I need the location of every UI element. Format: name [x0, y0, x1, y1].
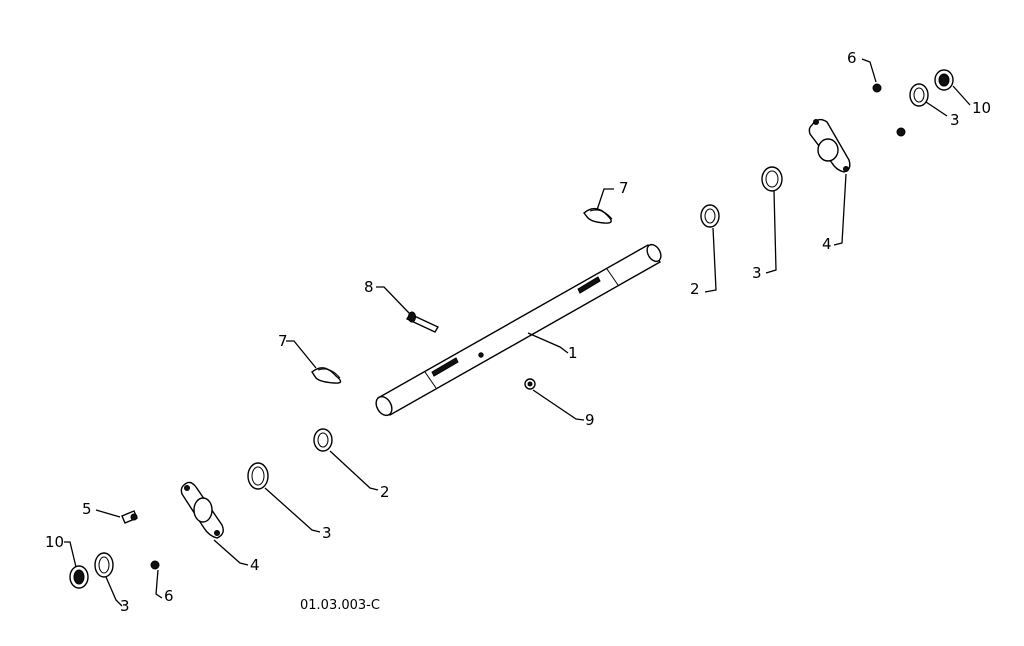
- callout-4-right: 4: [822, 235, 832, 253]
- part-4-flange-left: [180, 481, 224, 539]
- callout-1: 1: [568, 344, 578, 362]
- part-4-flange-right: [808, 118, 851, 173]
- part-3-washer-left-large: [247, 462, 269, 490]
- part-6-nut-right-lower: [896, 127, 906, 137]
- callout-6-left: 6: [164, 587, 174, 605]
- part-7-clip-left: [311, 367, 342, 384]
- part-5-bolt: [121, 510, 138, 524]
- callout-10-right: 10: [972, 99, 991, 117]
- callout-7-left: 7: [278, 332, 288, 350]
- callout-10-left: 10: [45, 533, 64, 551]
- callout-3-right-large: 3: [752, 264, 762, 282]
- part-2-bearing-left: [313, 428, 333, 452]
- part-3-washer-right-large: [761, 166, 783, 192]
- callout-3-right-small: 3: [950, 111, 960, 129]
- part-10-collar-left: [69, 565, 89, 589]
- part-7-clip-right: [583, 208, 613, 224]
- part-3-washer-left-small: [94, 552, 114, 578]
- callout-3-left-large: 3: [322, 524, 332, 542]
- callout-5: 5: [82, 500, 92, 518]
- callout-7-right: 7: [619, 179, 629, 197]
- callout-4-left: 4: [250, 556, 260, 574]
- callout-2-right: 2: [690, 280, 700, 298]
- leader-lines: [64, 58, 971, 607]
- callout-2-left: 2: [380, 483, 390, 501]
- part-9-grease-nipple: [524, 378, 536, 390]
- part-1-shaft: [375, 243, 662, 417]
- part-8-pin: [405, 311, 440, 333]
- callout-6-right: 6: [847, 49, 857, 67]
- part-6-nut-right-upper: [872, 83, 882, 93]
- callout-9: 9: [585, 411, 595, 429]
- callout-3-left-small: 3: [120, 597, 130, 615]
- callout-8: 8: [364, 278, 374, 296]
- part-3-washer-right-small: [909, 83, 929, 107]
- callout-labels: 1 2 2 3 3 3 3 4 4 5 6 6 7 7 8 9 10 10: [45, 49, 991, 615]
- part-2-bearing-right: [700, 204, 720, 228]
- drawing-code: 01.03.003-C: [300, 598, 380, 613]
- part-10-collar-right: [934, 69, 954, 91]
- part-6-nut-left: [150, 560, 160, 570]
